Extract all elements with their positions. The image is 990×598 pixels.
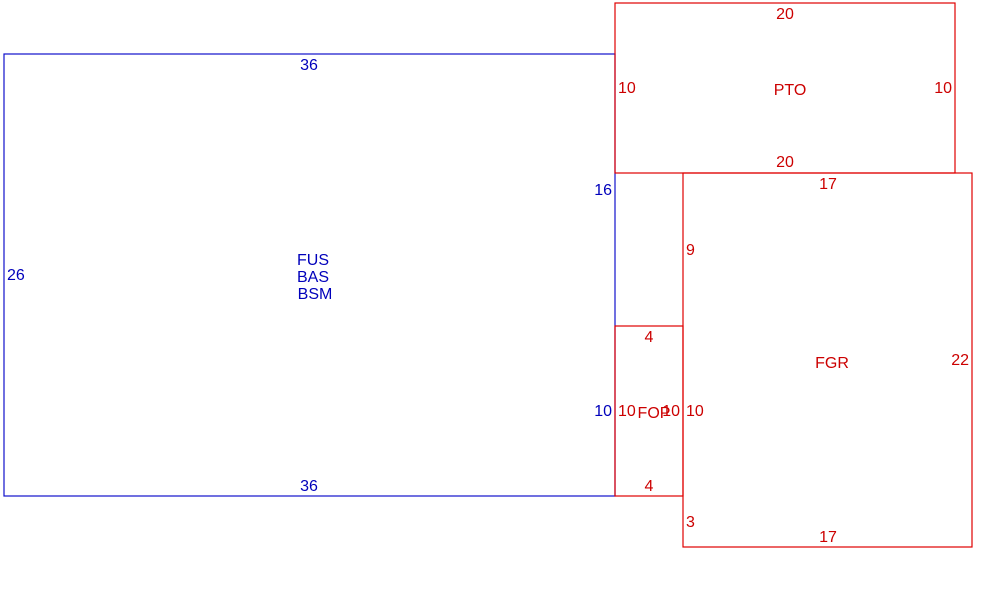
pto-dim-left: 10 [618,80,636,97]
pto-label: PTO [774,82,807,99]
fop-label: FOP [638,405,671,422]
fop-dim-top: 4 [645,329,654,346]
main-dim-right-upper: 16 [594,182,612,199]
fgr-dim-left-mid: 10 [686,403,704,420]
fgr-dim-top: 17 [819,176,837,193]
fgr-label: FGR [815,355,849,372]
main-dim-bottom: 36 [300,478,318,495]
fop-dim-right: 10 [662,403,680,420]
fgr-outline [682,172,973,548]
fop-dim-left: 10 [618,403,636,420]
pto-dim-bottom: 20 [776,154,794,171]
fgr-dim-bottom: 17 [819,529,837,546]
pto-dim-top: 20 [776,6,794,23]
main-dim-left: 26 [7,267,25,284]
fgr-dim-right: 22 [951,352,969,369]
fgr-dim-left-lower: 3 [686,514,695,531]
main-area-label-1: FUS [297,252,329,269]
fgr-dim-left-upper: 9 [686,242,695,259]
main-area-label-2: BAS [297,269,329,286]
main-dim-top: 36 [300,57,318,74]
main-area-label-3: BSM [298,286,333,303]
main-area-outline [3,53,616,497]
fop-dim-bottom: 4 [645,478,654,495]
pto-dim-right: 10 [934,80,952,97]
main-dim-right-lower: 10 [594,403,612,420]
